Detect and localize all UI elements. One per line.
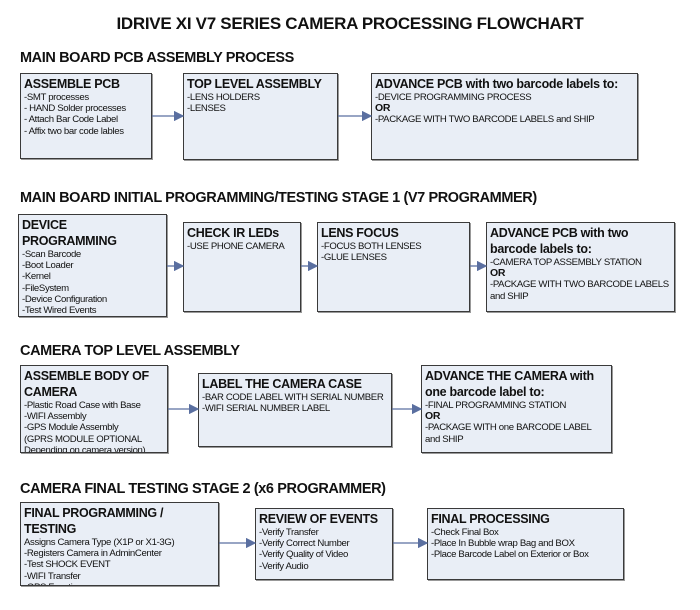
process-box: DEVICE PROGRAMMING-Scan Barcode-Boot Loa…	[18, 214, 167, 317]
process-step: -LENSES	[187, 103, 226, 115]
process-box: ASSEMBLE BODY OF CAMERA-Plastic Road Cas…	[20, 365, 168, 453]
process-box-title: REVIEW OF EVENTS	[259, 512, 378, 526]
process-step: -Device Configuration	[22, 293, 107, 305]
process-box: TOP LEVEL ASSEMBLY-LENS HOLDERS-LENSES	[183, 73, 338, 160]
process-box-title: ADVANCE THE CAMERA with one barcode labe…	[425, 369, 594, 399]
process-step: -FileSystem	[22, 282, 69, 294]
process-step: -Registers Camera in AdminCenter	[24, 548, 162, 560]
process-step: (GPRS MODULE OPTIONAL	[24, 433, 142, 445]
process-step: -WIFI Assembly	[24, 411, 87, 423]
process-box: ADVANCE THE CAMERA with one barcode labe…	[421, 365, 612, 453]
process-step: OR	[425, 410, 441, 423]
process-step: - Attach Bar Code Label	[24, 114, 118, 126]
process-step: -Place In Bubble wrap Bag and BOX	[431, 538, 575, 550]
process-step: -PACKAGE WITH TWO BARCODE LABELS and SHI…	[375, 114, 595, 126]
process-step: and SHIP	[490, 290, 529, 302]
section-heading: MAIN BOARD INITIAL PROGRAMMING/TESTING S…	[20, 190, 537, 206]
process-step: -PACKAGE WITH one BARCODE LABEL	[425, 422, 592, 434]
process-step: -DEVICE PROGRAMMING PROCESS	[375, 92, 532, 103]
process-step: -Boot Loader	[22, 260, 74, 272]
process-step: -GPS Function	[24, 582, 215, 585]
process-step: -Test SHOCK EVENT	[24, 559, 111, 571]
process-box-title: LABEL THE CAMERA CASE	[202, 377, 362, 391]
page-title: IDRIVE XI V7 SERIES CAMERA PROCESSING FL…	[116, 14, 584, 33]
process-box-title: CHECK IR LEDs	[187, 226, 279, 240]
process-step: -Test Wired Events	[22, 305, 97, 317]
process-step: - HAND Solder processes	[24, 103, 126, 115]
process-box: LENS FOCUS-FOCUS BOTH LENSES-GLUE LENSES	[317, 222, 470, 312]
process-step: -BAR CODE LABEL WITH SERIAL NUMBER	[202, 392, 384, 403]
process-step: -CAMERA TOP ASSEMBLY STATION	[490, 257, 642, 268]
process-step: -GLUE LENSES	[321, 252, 387, 264]
process-step: -Plastic Road Case with Base	[24, 400, 141, 411]
process-step: -FINAL PROGRAMMING STATION	[425, 400, 567, 411]
process-step: -Scan Barcode	[22, 249, 81, 260]
process-box-title: DEVICE PROGRAMMING	[22, 218, 117, 248]
process-step: -PACKAGE WITH TWO BARCODE LABELS	[490, 279, 669, 291]
section-heading: CAMERA TOP LEVEL ASSEMBLY	[20, 343, 240, 359]
process-box-title: ADVANCE PCB with two barcode labels to:	[375, 77, 618, 91]
section-heading: CAMERA FINAL TESTING STAGE 2 (x6 PROGRAM…	[20, 481, 386, 497]
process-box-title: ASSEMBLE PCB	[24, 77, 120, 91]
process-box-title: ASSEMBLE BODY OF CAMERA	[24, 369, 149, 399]
process-step: and SHIP	[425, 433, 464, 445]
process-box: CHECK IR LEDs-USE PHONE CAMERA	[183, 222, 301, 312]
process-box: ASSEMBLE PCB -SMT processes- HAND Solder…	[20, 73, 152, 159]
process-step: -GPS Module Assembly	[24, 422, 119, 434]
process-step: -Verify Correct Number	[259, 538, 350, 550]
process-step: -Verify Audio	[259, 560, 309, 572]
process-step: -FOCUS BOTH LENSES	[321, 241, 422, 252]
process-step: -Verify Quality of Video	[259, 549, 349, 561]
section-heading: MAIN BOARD PCB ASSEMBLY PROCESS	[20, 50, 294, 66]
process-step: Assigns Camera Type (X1P or X1-3G)	[24, 537, 175, 548]
process-box: ADVANCE PCB with two barcode labels to:-…	[486, 222, 675, 312]
process-box: FINAL PROCESSING -Check Final Box-Place …	[427, 508, 624, 580]
process-box-title: FINAL PROCESSING	[431, 512, 550, 526]
process-box: ADVANCE PCB with two barcode labels to:-…	[371, 73, 638, 160]
process-step: -SMT processes	[24, 92, 89, 103]
process-step: -USE PHONE CAMERA	[187, 241, 285, 252]
process-step: -WIFI SERIAL NUMBER LABEL	[202, 403, 330, 415]
process-step: -LENS HOLDERS	[187, 92, 260, 103]
process-step: Depending on camera version)	[24, 444, 146, 453]
process-step: OR	[375, 102, 391, 115]
process-step: -Kernel	[22, 271, 51, 283]
process-step: -WIFI Transfer	[24, 570, 81, 582]
process-step: - Affix two bar code lables	[24, 125, 124, 137]
process-box: LABEL THE CAMERA CASE-BAR CODE LABEL WIT…	[198, 373, 392, 447]
process-box-title: FINAL PROGRAMMING / TESTING	[24, 506, 164, 536]
process-step: -Verify Transfer	[259, 527, 319, 538]
process-box-title: ADVANCE PCB with two barcode labels to:	[490, 226, 629, 256]
process-step: -Place Barcode Label on Exterior or Box	[431, 549, 589, 561]
process-box-title: LENS FOCUS	[321, 226, 399, 240]
process-step: -Check Final Box	[431, 527, 499, 538]
process-box-title: TOP LEVEL ASSEMBLY	[187, 77, 322, 91]
process-step: OR	[490, 267, 506, 280]
process-box: REVIEW OF EVENTS-Verify Transfer-Verify …	[255, 508, 393, 580]
